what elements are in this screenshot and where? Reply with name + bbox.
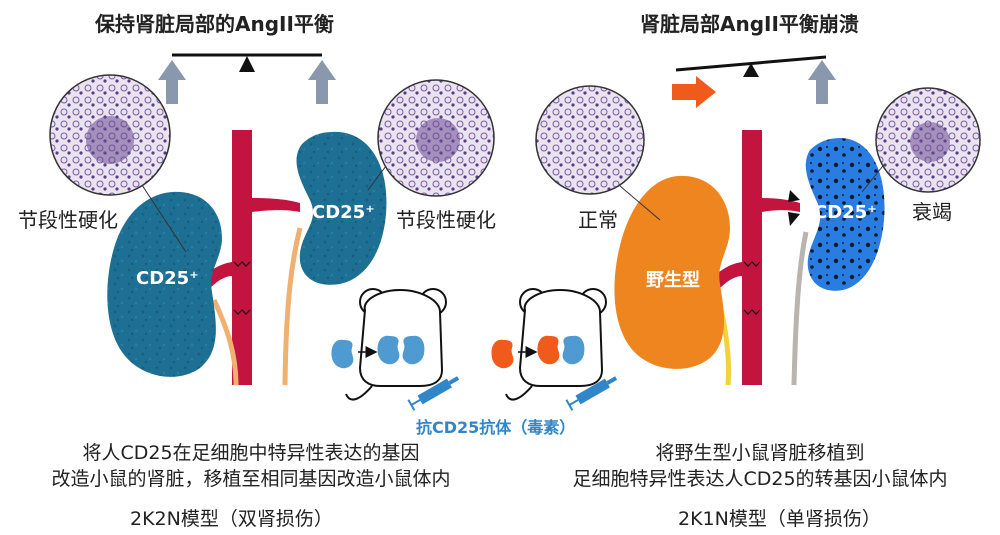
left-panel (49, 53, 495, 386)
right-caption-line2: 足细胞特异性表达人CD25的转基因小鼠体内 (572, 468, 948, 490)
kidney-failing-label: CD25⁺ (814, 202, 877, 223)
up-arrow-icon (808, 60, 836, 104)
kidney-wild-type (614, 175, 730, 369)
kidney-failing (805, 138, 885, 291)
left-label-sclerosis: 节段性硬化 (18, 208, 118, 232)
left-caption-line2: 改造小鼠的肾脏，移植至相同基因改造小鼠体内 (51, 468, 451, 490)
balance-fulcrum-icon (239, 56, 255, 72)
left-model: 2K2N模型（双肾损伤） (130, 508, 333, 530)
label-normal: 正常 (578, 208, 618, 232)
antibody-label: 抗CD25抗体（毒素） (416, 418, 576, 437)
left-title: 保持肾脏局部的AngII平衡 (95, 12, 334, 36)
balance-fulcrum-icon (743, 63, 759, 77)
blood-vessel (198, 130, 300, 385)
kidney-left-label: CD25⁺ (136, 268, 199, 289)
up-arrow-icon (158, 60, 186, 104)
kidney-cd25-left (107, 191, 222, 377)
kidney-wild-label: 野生型 (646, 270, 700, 291)
right-model: 2K1N模型（单肾损伤） (678, 508, 881, 530)
left-caption-line1: 将人CD25在足细胞中特异性表达的基因 (82, 442, 420, 464)
suture-mark (743, 309, 761, 315)
up-arrow-icon (308, 60, 336, 104)
mouse-2k1n (491, 288, 607, 401)
ureter (282, 227, 303, 386)
right-label-sclerosis: 节段性硬化 (396, 208, 496, 232)
ureter (791, 231, 809, 386)
kidney-icon (377, 335, 400, 365)
ureter (211, 298, 239, 386)
syringe-icon (407, 376, 460, 411)
kidney-icon (402, 335, 425, 365)
mouse-2k2n (331, 288, 447, 401)
suture-mark (743, 261, 761, 267)
clamp-icon (788, 212, 800, 226)
donor-kidney-icon (491, 339, 514, 369)
kidney-icon (562, 335, 585, 365)
syringe-icon (565, 376, 618, 411)
label-failure: 衰竭 (912, 200, 952, 224)
right-arrow-icon (672, 76, 716, 108)
donor-kidney-icon (331, 339, 354, 369)
kidney-right-label: CD25⁺ (312, 202, 375, 223)
right-title: 肾脏局部AngII平衡崩溃 (640, 12, 859, 36)
left-caption: 将人CD25在足细胞中特异性表达的基因 改造小鼠的肾脏，移植至相同基因改造小鼠体… (22, 440, 480, 492)
clamp-icon (788, 190, 800, 202)
glomerulus-magnified-normal (535, 85, 645, 195)
suture-mark (233, 261, 251, 267)
right-caption: 将野生型小鼠肾脏移植到 足细胞特异性表达人CD25的转基因小鼠体内 (540, 440, 980, 492)
blood-vessel (708, 130, 800, 385)
kidney-icon (537, 335, 560, 365)
kidney-cd25-right (296, 131, 387, 285)
right-caption-line1: 将野生型小鼠肾脏移植到 (655, 442, 865, 464)
right-panel (535, 55, 981, 386)
suture-mark (233, 309, 251, 315)
